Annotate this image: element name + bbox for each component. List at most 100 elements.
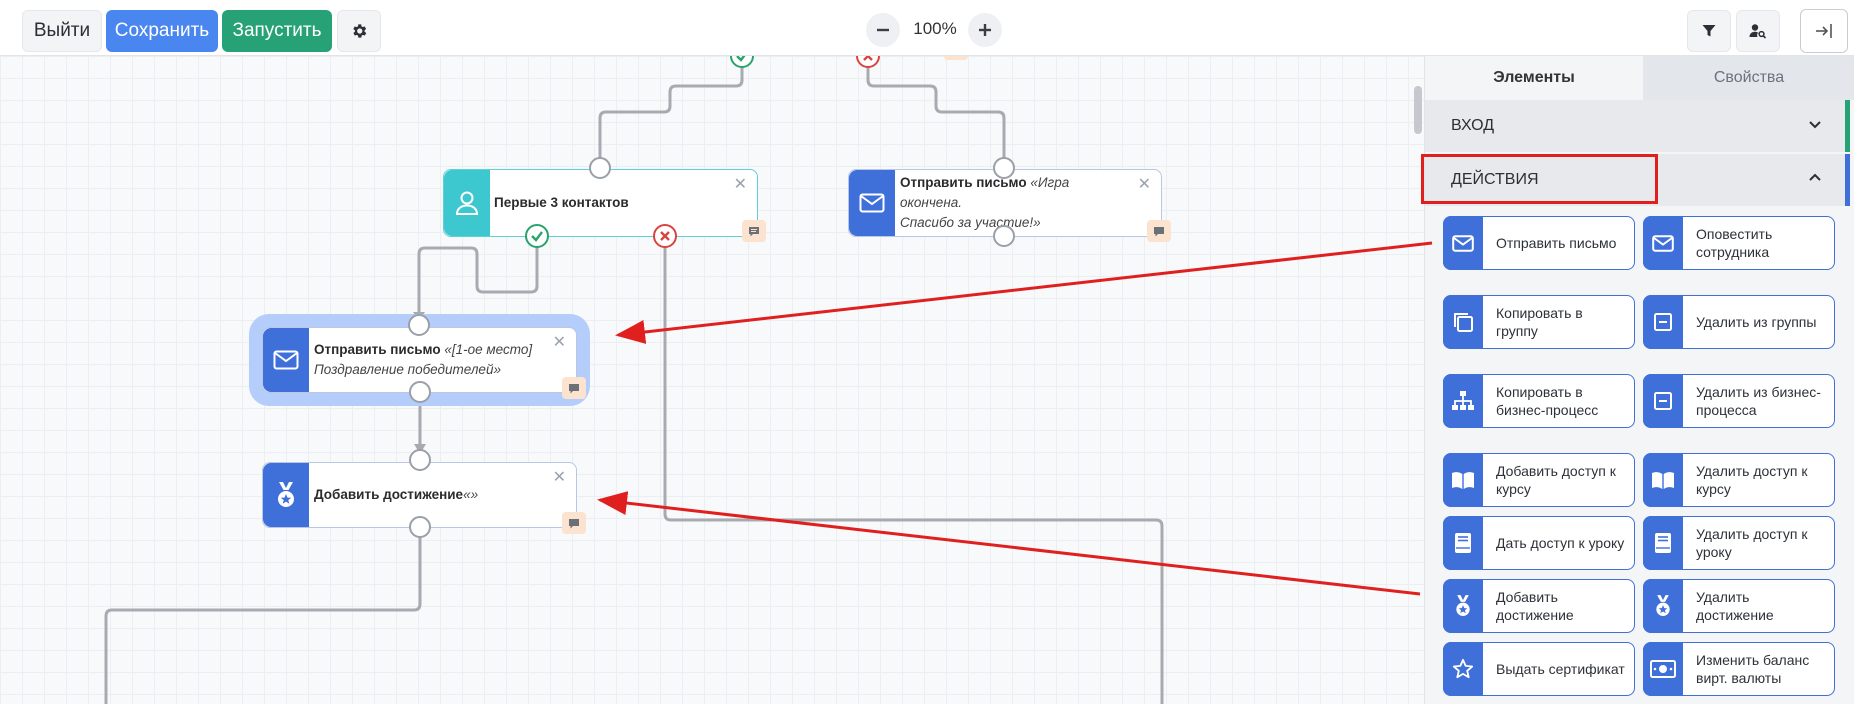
node-send-email-game-over[interactable]: Отправить письмо «Игра окончена. Спасибо…	[848, 169, 1162, 237]
action-label: Удалить из бизнес-процесса	[1696, 384, 1821, 418]
node-label: Отправить письмо «[1-ое место] Поздравле…	[314, 328, 548, 392]
comment-button[interactable]	[1147, 220, 1171, 242]
action-label: Добавить достижение	[1496, 589, 1574, 623]
comment-icon	[569, 518, 579, 528]
zoom-in-button[interactable]	[968, 13, 1002, 47]
node-line-1: Отправить письмо «Игра окончена.	[900, 173, 1133, 213]
node-subject-start: «[1-ое место]	[444, 342, 533, 357]
action-icon-bg	[1643, 295, 1683, 349]
action-remove-lesson-access[interactable]: Удалить доступ к уроку	[1643, 516, 1835, 570]
comment-icon[interactable]	[944, 56, 968, 60]
settings-button[interactable]	[337, 10, 381, 52]
input-port[interactable]	[993, 157, 1015, 179]
section-actions[interactable]: ДЕЙСТВИЯ	[1425, 154, 1845, 206]
output-port[interactable]	[409, 381, 431, 403]
action-icon-bg	[1443, 642, 1483, 696]
close-icon[interactable]: ✕	[733, 176, 747, 193]
action-remove-from-process[interactable]: Удалить из бизнес-процесса	[1643, 374, 1835, 428]
book-open-icon	[1452, 472, 1474, 489]
action-give-lesson-access[interactable]: Дать доступ к уроку	[1443, 516, 1635, 570]
action-copy-to-process[interactable]: Копировать в бизнес-процесс	[1443, 374, 1635, 428]
action-remove-achievement[interactable]: Удалить достижение	[1643, 579, 1835, 633]
user-icon	[455, 191, 479, 215]
action-label: Удалить из группы	[1696, 314, 1817, 330]
minus-square-icon	[1654, 313, 1672, 331]
node-subject-start: «Игра окончена.	[900, 175, 1070, 210]
zoom-out-button[interactable]	[866, 13, 900, 47]
input-port[interactable]	[408, 314, 430, 336]
action-copy-to-group[interactable]: Копировать в группу	[1443, 295, 1635, 349]
input-port[interactable]	[589, 157, 611, 179]
action-issue-certificate[interactable]: Выдать сертификат	[1443, 642, 1635, 696]
annotation-highlight-box	[1421, 154, 1658, 204]
action-icon-bg	[1643, 579, 1683, 633]
cross-icon	[660, 231, 670, 241]
action-label: Удалить доступ к курсу	[1696, 463, 1808, 497]
comment-button[interactable]	[562, 512, 586, 534]
fail-port[interactable]	[856, 56, 880, 68]
medal-icon	[278, 482, 294, 507]
node-title: Первые 3 контактов	[494, 195, 629, 210]
section-input[interactable]: ВХОД	[1425, 100, 1845, 152]
envelope-icon	[273, 350, 299, 370]
action-label: Удалить доступ к уроку	[1696, 526, 1808, 560]
action-remove-course-access[interactable]: Удалить доступ к курсу	[1643, 453, 1835, 507]
action-send-email[interactable]: Отправить письмо	[1443, 216, 1635, 270]
action-change-currency-balance[interactable]: Изменить баланс вирт. валюты	[1643, 642, 1835, 696]
star-icon	[1452, 658, 1474, 679]
node-title: Отправить письмо	[900, 175, 1027, 190]
node-line-1: Отправить письмо «[1-ое место]	[314, 340, 548, 360]
action-icon-bg	[1643, 516, 1683, 570]
action-label: Оповестить сотрудника	[1696, 226, 1773, 260]
minus-square-icon	[1654, 392, 1672, 410]
action-add-course-access[interactable]: Добавить доступ к курсу	[1443, 453, 1635, 507]
node-subject-end: Поздравление победителей»	[314, 362, 501, 377]
comment-icon	[749, 226, 759, 236]
save-button[interactable]: Сохранить	[106, 10, 218, 52]
close-icon[interactable]: ✕	[552, 334, 566, 351]
check-icon	[736, 56, 746, 62]
action-label: Добавить доступ к курсу	[1496, 463, 1616, 497]
chevron-down-icon	[1809, 121, 1821, 129]
node-icon-bg	[263, 463, 309, 527]
close-icon[interactable]: ✕	[1137, 176, 1151, 193]
success-port[interactable]	[525, 224, 549, 248]
action-add-achievement[interactable]: Добавить достижение	[1443, 579, 1635, 633]
action-icon-bg	[1443, 516, 1483, 570]
node-add-achievement[interactable]: Добавить достижение«» ✕	[262, 462, 577, 528]
node-first-3-contacts[interactable]: Первые 3 контактов ✕	[443, 169, 758, 237]
action-icon-bg	[1443, 295, 1483, 349]
canvas-scrollbar[interactable]	[1414, 86, 1422, 134]
tab-properties[interactable]: Свойства	[1643, 56, 1854, 100]
node-icon-bg	[849, 170, 895, 236]
fail-port[interactable]	[653, 224, 677, 248]
panel-tabs: Элементы Свойства	[1425, 56, 1854, 100]
plus-icon	[979, 24, 991, 36]
top-toolbar: Выйти Сохранить Запустить 100%	[0, 0, 1854, 56]
user-search-button[interactable]	[1736, 10, 1780, 52]
input-port[interactable]	[409, 449, 431, 471]
action-icon-bg	[1643, 642, 1683, 696]
action-notify-employee[interactable]: Оповестить сотрудника	[1643, 216, 1835, 270]
close-icon[interactable]: ✕	[552, 469, 566, 486]
section-title: ДЕЙСТВИЯ	[1451, 171, 1539, 188]
filter-button[interactable]	[1687, 10, 1731, 52]
action-icon-bg	[1443, 216, 1483, 270]
comment-button[interactable]	[742, 220, 766, 242]
exit-button[interactable]: Выйти	[22, 10, 102, 52]
collapse-panel-button[interactable]	[1800, 9, 1848, 53]
success-port[interactable]	[730, 56, 754, 68]
action-remove-from-group[interactable]: Удалить из группы	[1643, 295, 1835, 349]
tab-elements[interactable]: Элементы	[1425, 56, 1643, 100]
output-port[interactable]	[409, 516, 431, 538]
run-button[interactable]: Запустить	[222, 10, 332, 52]
comment-button[interactable]	[562, 377, 586, 399]
node-label: Добавить достижение«»	[314, 463, 548, 527]
output-port[interactable]	[993, 225, 1015, 247]
envelope-icon	[1652, 234, 1674, 252]
action-icon-bg	[1643, 453, 1683, 507]
minus-icon	[877, 28, 889, 32]
action-icon-bg	[1643, 216, 1683, 270]
flow-canvas[interactable]: Первые 3 контактов ✕ Отправить письмо «И…	[0, 56, 1424, 704]
elements-panel: Элементы Свойства ВХОД ДЕЙСТВИЯ Отправит…	[1424, 56, 1854, 704]
